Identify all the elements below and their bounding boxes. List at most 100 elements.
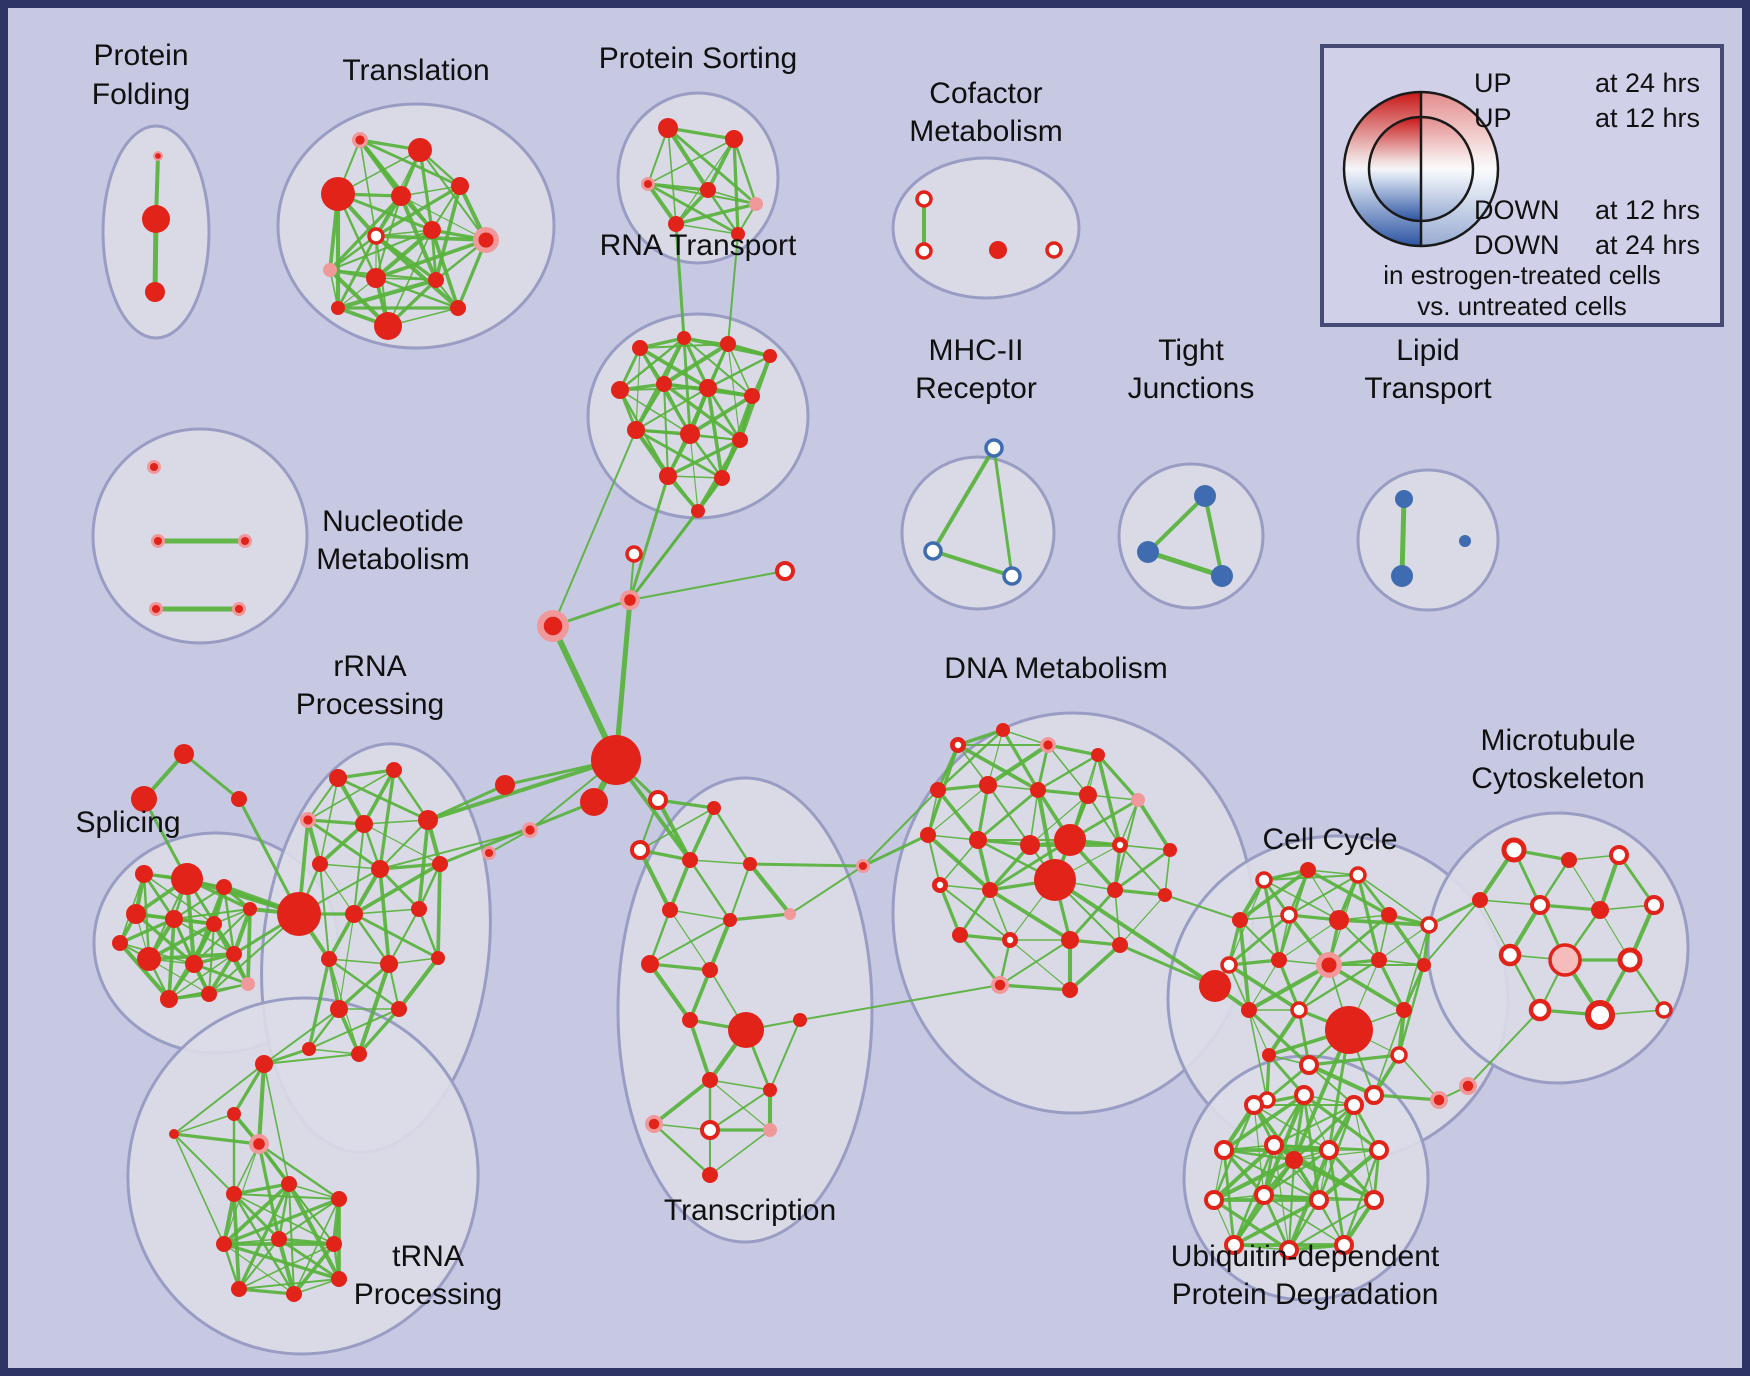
edge <box>257 1142 341 1201</box>
edge <box>1263 879 1340 921</box>
edge <box>1278 919 1340 961</box>
edge <box>1292 1158 1376 1202</box>
edge <box>958 888 992 937</box>
node-ring <box>1220 956 1238 974</box>
edge <box>706 386 724 480</box>
edge <box>306 818 366 826</box>
edge <box>1136 798 1172 852</box>
edge <box>1399 496 1407 579</box>
edge <box>1029 794 1089 846</box>
edge <box>709 1079 771 1131</box>
edge <box>629 570 786 601</box>
edge <box>1287 873 1360 917</box>
node-ring <box>915 242 933 260</box>
node-blue <box>1391 565 1413 587</box>
edge <box>222 885 236 956</box>
node-ring <box>1204 1190 1224 1210</box>
edge <box>958 933 1012 942</box>
edge <box>1222 1148 1321 1202</box>
cluster-label-ubiquitin-degradation: Ubiquitin-dependent <box>1171 1240 1440 1273</box>
node-dot <box>1112 837 1128 853</box>
node-ring <box>915 190 933 208</box>
node-red <box>135 865 153 883</box>
edge <box>862 789 939 867</box>
node-red <box>331 1271 347 1287</box>
node-pink <box>784 908 796 920</box>
edge <box>1119 844 1171 851</box>
node-red <box>1030 782 1046 798</box>
node-red <box>662 902 678 918</box>
edge <box>768 1018 802 1092</box>
node-red <box>391 186 411 206</box>
edge <box>336 776 430 822</box>
edge <box>396 955 441 1012</box>
node-ring <box>630 840 650 860</box>
node-halo <box>249 1134 269 1154</box>
edge <box>168 953 235 1000</box>
node-red <box>226 946 242 962</box>
edge <box>1568 859 1601 911</box>
node-halo <box>1430 1091 1448 1109</box>
edge <box>648 962 712 972</box>
edge <box>375 277 437 281</box>
node-red <box>351 1046 367 1062</box>
edge <box>222 1242 341 1281</box>
cluster-label-mhc-ii-receptor: MHC-II <box>929 334 1024 367</box>
edge <box>688 806 716 862</box>
node-red <box>345 905 363 923</box>
node-halo <box>1316 952 1342 978</box>
cluster-label-nucleotide-metabolism: Nucleotide <box>322 505 464 538</box>
node-red <box>763 1083 777 1097</box>
edge <box>173 1113 235 1135</box>
edge <box>359 139 377 237</box>
edge <box>1009 939 1071 991</box>
node-ring <box>1369 1140 1389 1160</box>
updown-legend-icon <box>1342 90 1500 248</box>
node-red <box>374 312 402 340</box>
edge <box>628 474 670 602</box>
node-red <box>286 1286 302 1302</box>
node-red <box>1091 748 1105 762</box>
edge <box>1211 1142 1277 1203</box>
node-red <box>145 282 165 302</box>
node-red <box>137 947 161 971</box>
node-red <box>142 205 170 233</box>
node-halo <box>641 177 655 191</box>
node-red <box>1285 1151 1303 1169</box>
node-red <box>702 1167 718 1183</box>
edge <box>652 1122 712 1177</box>
legend-up-24-time: at 24 hrs <box>1594 68 1700 98</box>
edge <box>789 865 864 915</box>
node-pink <box>1131 793 1145 807</box>
edge <box>286 1181 342 1282</box>
edge <box>1096 753 1140 802</box>
edge <box>118 917 176 945</box>
edge <box>674 202 758 226</box>
node-red <box>495 775 515 795</box>
node-red <box>216 879 232 895</box>
edge <box>1327 913 1391 967</box>
edge <box>1114 889 1121 946</box>
edge <box>1203 494 1224 578</box>
edge <box>648 908 672 966</box>
cluster-label-rna-transport: RNA Transport <box>600 229 797 262</box>
node-red <box>423 221 441 239</box>
cluster-label-rrna-processing: Processing <box>296 688 444 721</box>
node-ring <box>1655 1001 1673 1019</box>
edge <box>1357 874 1430 926</box>
node-red <box>744 388 760 404</box>
edge <box>318 822 366 866</box>
node-red <box>302 1042 316 1056</box>
node-red <box>226 1186 242 1202</box>
edge <box>1222 1148 1296 1162</box>
edge <box>400 195 487 241</box>
edge <box>1001 728 1040 792</box>
edge <box>1164 849 1171 896</box>
edge <box>1387 913 1426 967</box>
node-dot <box>932 877 948 893</box>
edge <box>327 957 401 1011</box>
edge <box>666 438 742 478</box>
edge <box>117 940 172 1002</box>
node-bluering <box>1002 566 1022 586</box>
node-red <box>658 118 678 138</box>
